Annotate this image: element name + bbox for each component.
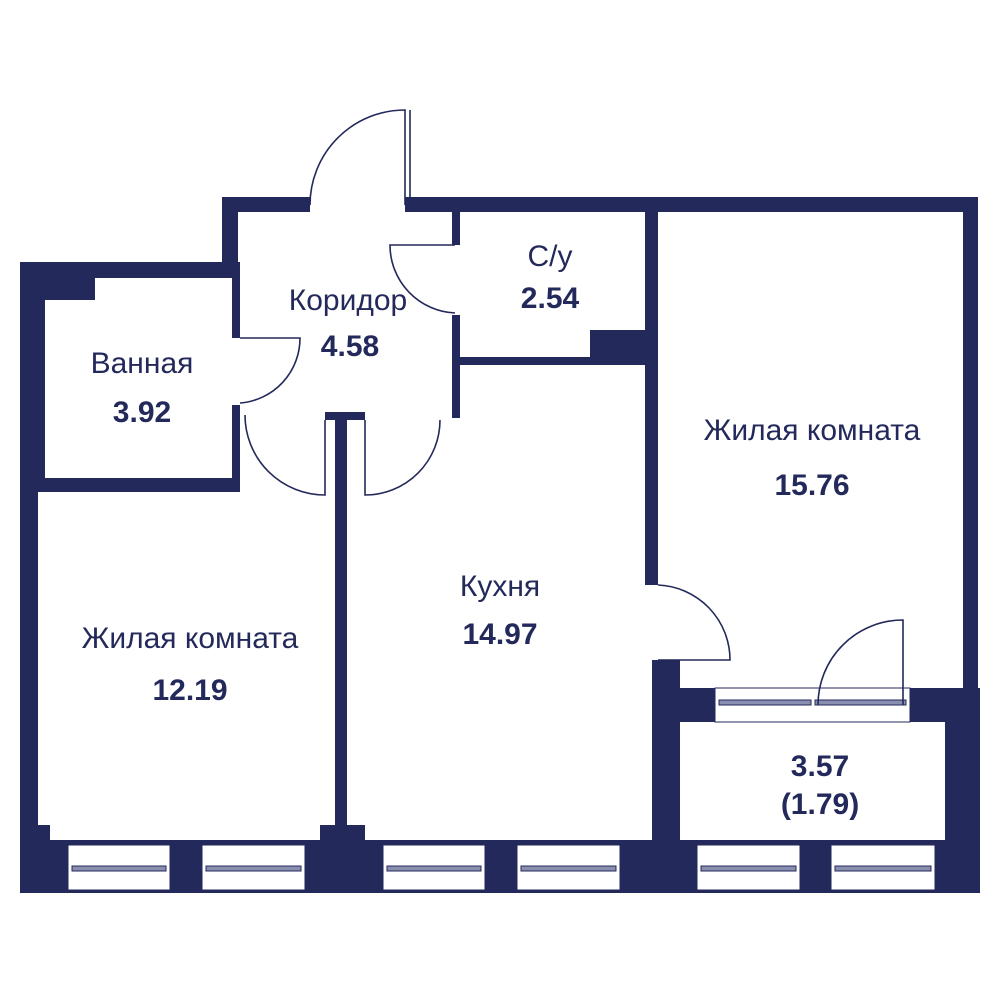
- doors: [239, 109, 904, 706]
- windows: [67, 687, 936, 891]
- bathroom-area: 3.92: [113, 396, 171, 429]
- balcony-area: 3.57: [791, 750, 849, 783]
- entrance-door[interactable]: [309, 109, 411, 206]
- window: [696, 844, 801, 891]
- window: [382, 844, 486, 891]
- corridor-area: 4.58: [321, 330, 379, 363]
- kitchen-door[interactable]: [364, 419, 441, 496]
- balcony-window: [714, 687, 911, 723]
- corridor-name: Коридор: [289, 284, 407, 317]
- kitchen-name: Кухня: [460, 570, 540, 603]
- toilet-area: 2.54: [521, 282, 580, 315]
- bathroom-door[interactable]: [239, 337, 301, 404]
- living-room-2-area: 12.19: [152, 674, 227, 707]
- balcony-reduced-area: (1.79): [781, 788, 859, 821]
- window: [516, 844, 621, 891]
- window: [67, 844, 171, 891]
- bathroom-name: Ванная: [91, 347, 194, 380]
- window: [201, 844, 306, 891]
- living-room-1-name: Жилая комната: [704, 414, 921, 447]
- living-room-1-area: 15.76: [774, 469, 849, 502]
- room-labels: Коридор 4.58 Ванная 3.92 С/у 2.54 Жилая …: [82, 240, 921, 821]
- toilet-name: С/у: [528, 240, 573, 273]
- living-room-door[interactable]: [244, 414, 326, 496]
- living-room-2-name: Жилая комната: [82, 622, 299, 655]
- kitchen-area: 14.97: [462, 618, 537, 651]
- living-room-2-door[interactable]: [657, 584, 731, 661]
- walls: [20, 197, 980, 893]
- toilet-door[interactable]: [389, 244, 456, 314]
- balcony-door[interactable]: [817, 619, 904, 706]
- window: [830, 844, 936, 891]
